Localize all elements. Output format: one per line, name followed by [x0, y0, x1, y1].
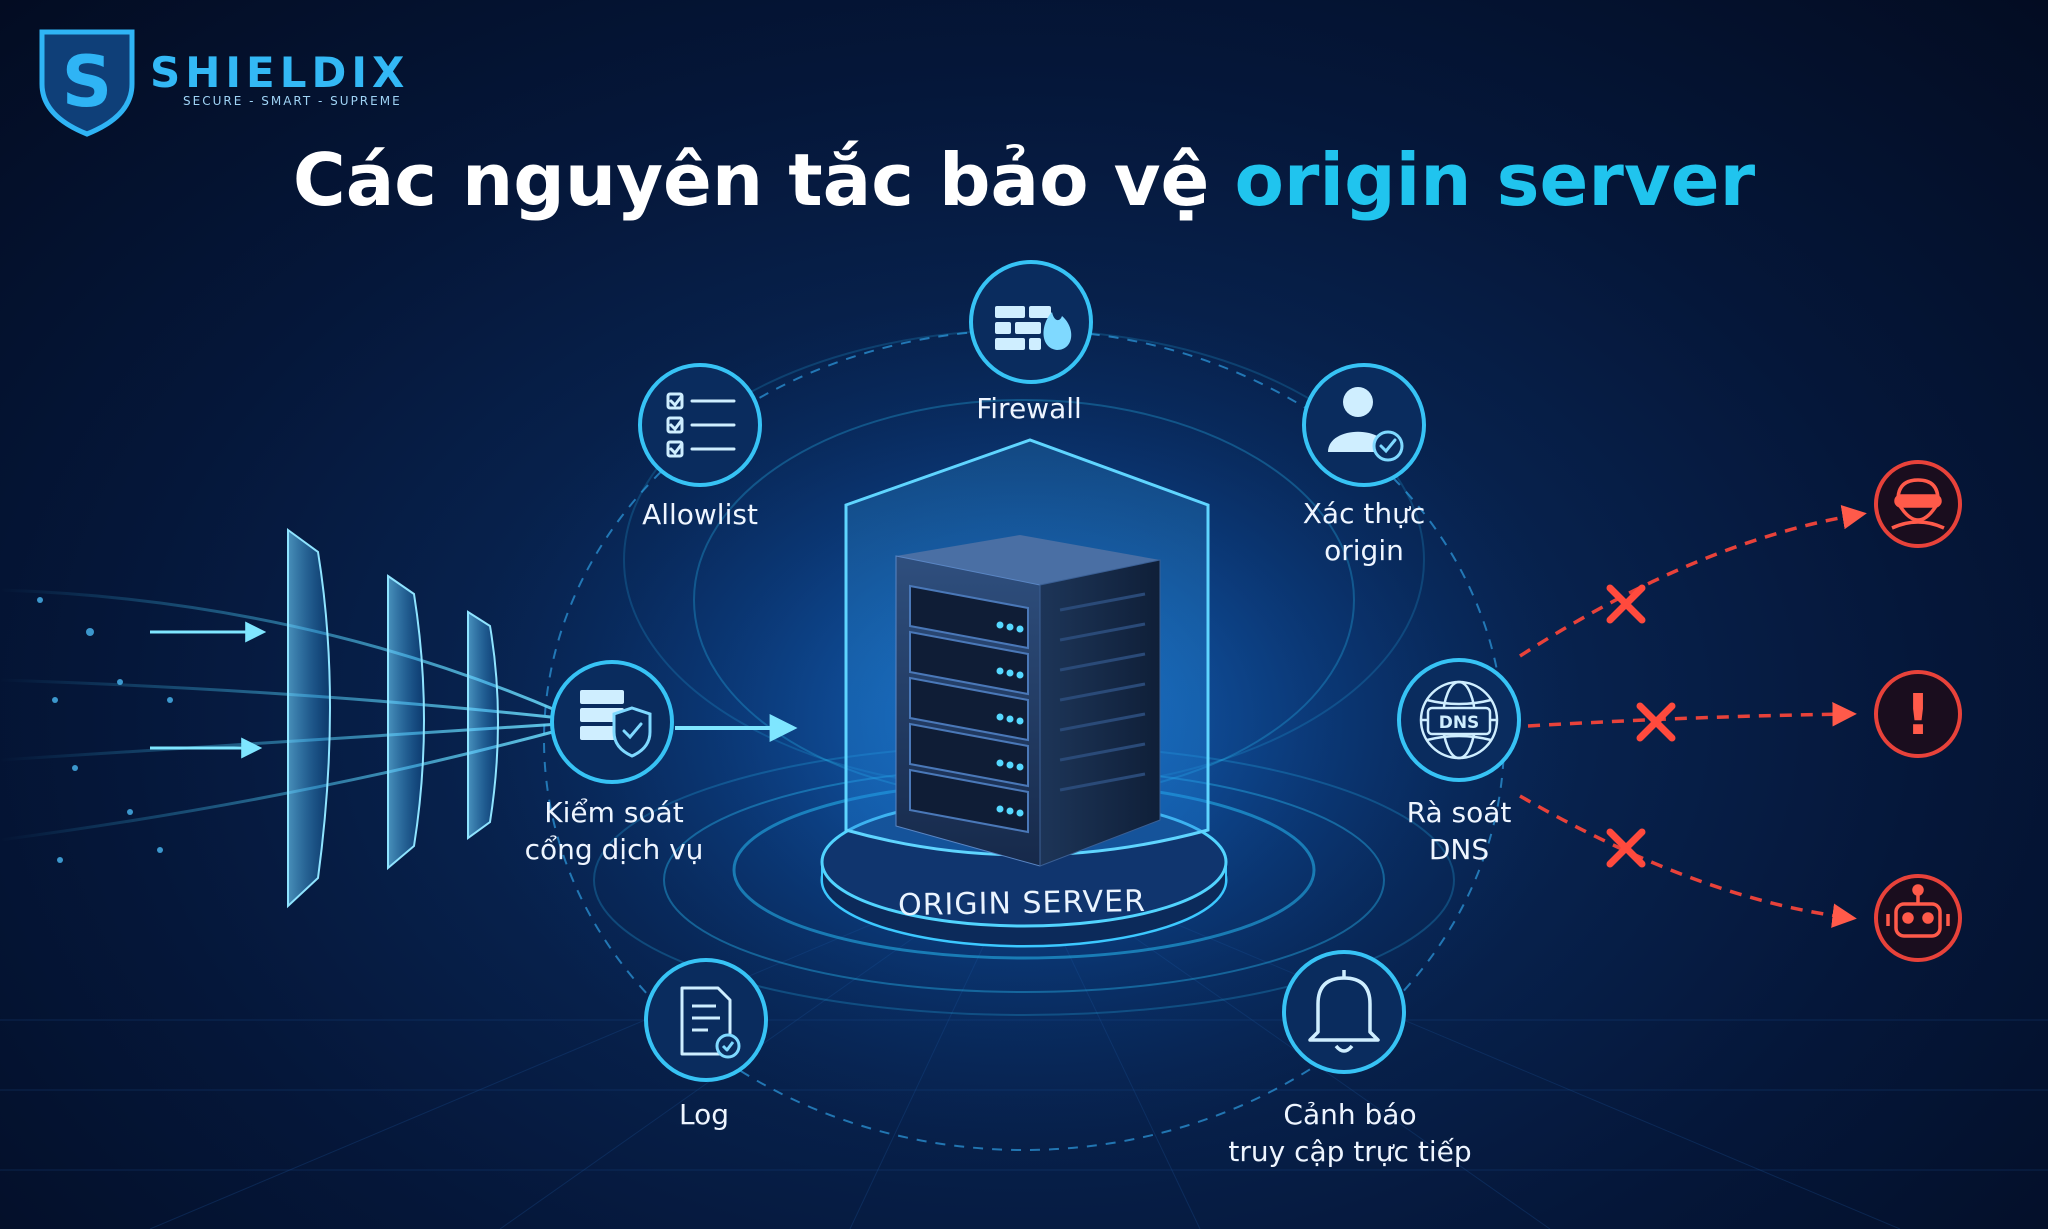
log-document-icon — [680, 986, 741, 1059]
traffic-dots — [37, 597, 173, 863]
title-part-accent: origin server — [1234, 138, 1756, 222]
node-label-port-control: Kiểm soát cổng dịch vụ — [525, 794, 704, 868]
exclamation-icon: ! — [1905, 683, 1931, 748]
brand-name: SHIELDIX — [150, 48, 410, 97]
dns-globe-icon: DNS — [1419, 680, 1499, 760]
bell-icon — [1308, 970, 1380, 1053]
filter-panels — [287, 528, 499, 909]
node-label-direct-access-alert: Cảnh báo truy cập trực tiếp — [1228, 1096, 1471, 1170]
node-label-line: origin — [1324, 534, 1404, 567]
blocked-paths — [1519, 505, 1867, 928]
brand-tagline: SECURE - SMART - SUPREME — [183, 94, 402, 108]
user-verified-icon — [1328, 387, 1404, 462]
block-x-marks — [1606, 584, 1676, 868]
node-label-line: Log — [678, 1098, 730, 1131]
block-x-3 — [1606, 828, 1646, 868]
block-x-2 — [1636, 702, 1676, 742]
node-label-log: Log — [679, 1096, 729, 1133]
node-label-line: Allowlist — [642, 498, 758, 531]
node-label-origin-auth: Xác thực origin — [1303, 495, 1426, 569]
block-x-1 — [1606, 584, 1646, 624]
node-label-dns-review: Rà soát DNS — [1407, 794, 1512, 868]
node-label-allowlist: Allowlist — [642, 496, 758, 533]
node-label-line: Cảnh báo — [1283, 1098, 1417, 1131]
node-label-line: Xác thực — [1302, 497, 1426, 530]
brand-logo: S — [39, 29, 135, 137]
server-cube — [895, 535, 1161, 867]
node-label-line: Rà soát — [1406, 796, 1512, 829]
node-label-line: DNS — [1428, 833, 1490, 866]
page-title: Các nguyên tắc bảo vệ origin server — [0, 138, 2048, 222]
node-label-firewall: Firewall — [976, 390, 1082, 427]
title-part-white: Các nguyên tắc bảo vệ — [292, 138, 1235, 222]
origin-server-label: ORIGIN SERVER — [897, 883, 1147, 924]
threat-circles — [1874, 460, 1962, 962]
node-label-line: Firewall — [976, 392, 1082, 425]
node-label-line: cổng dịch vụ — [524, 833, 704, 866]
bot-icon — [1886, 884, 1950, 938]
node-label-line: Kiểm soát — [544, 796, 684, 829]
checklist-icon — [666, 392, 736, 458]
dns-icon-text: DNS — [1439, 713, 1480, 733]
server-shield-icon — [580, 690, 652, 758]
brand-logo-letter: S — [62, 41, 112, 123]
hacker-icon — [1891, 478, 1945, 530]
node-label-line: truy cập trực tiếp — [1228, 1135, 1472, 1168]
firewall-icon — [995, 306, 1072, 350]
